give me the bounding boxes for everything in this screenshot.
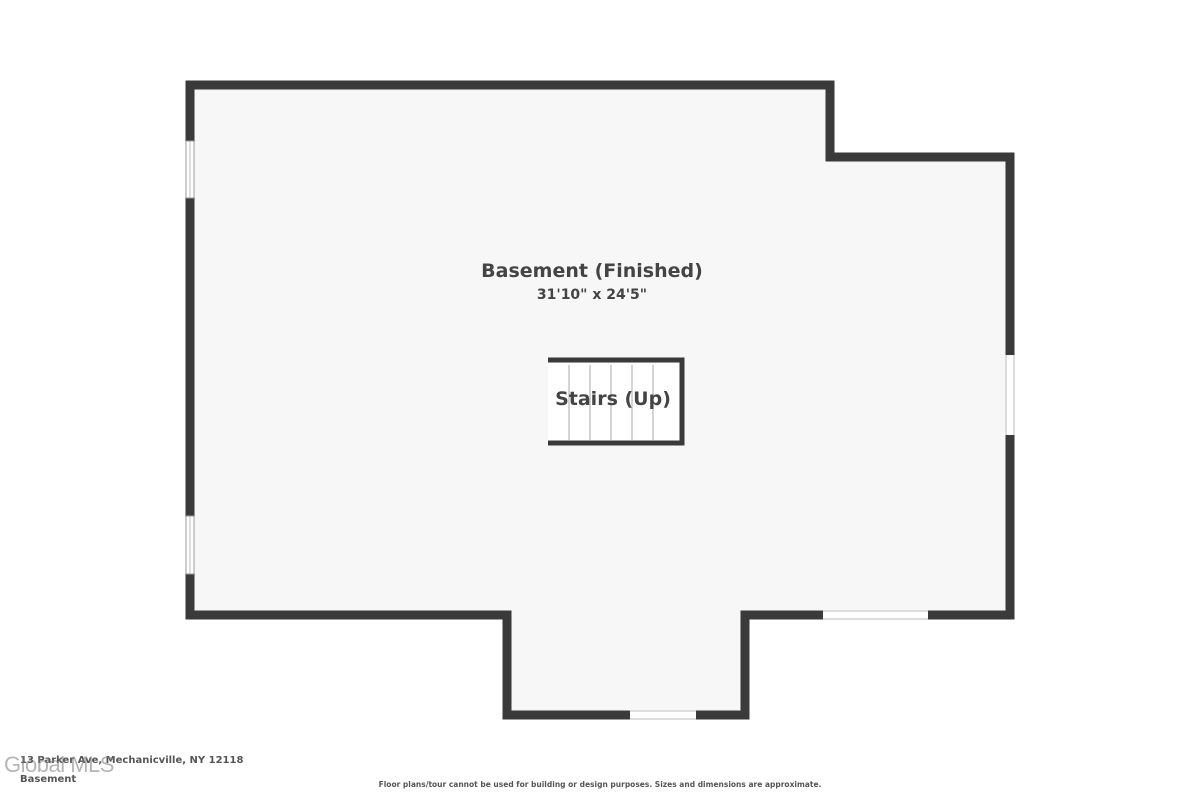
stairs-label: Stairs (Up) <box>555 388 671 410</box>
opening-bottom-alcove <box>630 710 696 720</box>
opening-bottom-right <box>823 610 928 620</box>
opening-right-wall <box>1005 355 1015 435</box>
window-left-lower <box>185 515 195 575</box>
room-dimensions: 31'10" x 24'5" <box>536 287 648 303</box>
window-left-upper <box>185 140 195 199</box>
stairs <box>548 357 685 446</box>
property-address: 13 Parker Ave, Mechanicville, NY 12118 <box>20 755 244 766</box>
floor-name: Basement <box>20 774 77 785</box>
disclaimer: Floor plans/tour cannot be used for buil… <box>378 780 822 789</box>
exterior-wall <box>185 80 1015 720</box>
watermark-logo: Global MLS <box>4 752 114 777</box>
room-name: Basement (Finished) <box>481 260 703 282</box>
